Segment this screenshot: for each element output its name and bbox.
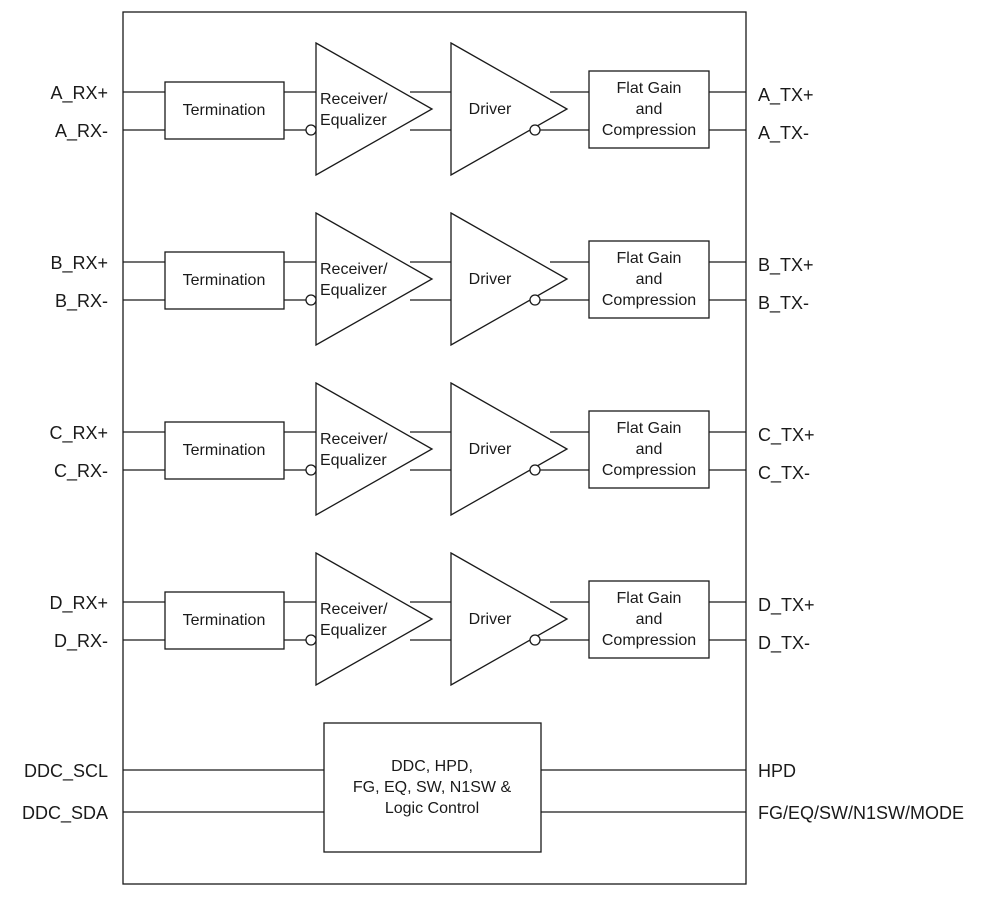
flat-gain-label-line-2: and bbox=[636, 101, 663, 118]
termination-block bbox=[164, 591, 285, 650]
termination-label: Termination bbox=[183, 102, 266, 119]
receiver-label-line-1: Receiver/ bbox=[320, 91, 388, 108]
chip-outline bbox=[122, 11, 747, 885]
termination-label: Termination bbox=[183, 612, 266, 629]
ddc-sda-label: DDC_SDA bbox=[22, 803, 108, 824]
driver-triangle bbox=[450, 551, 569, 687]
tx-pos-label: D_TX+ bbox=[758, 595, 815, 616]
tx-pos-label: C_TX+ bbox=[758, 425, 815, 446]
channel-c: Termination Receiver/Equalizer Driver Flat … bbox=[49, 381, 815, 517]
driver-label: Driver bbox=[469, 611, 512, 628]
channel-b: Termination Receiver/Equalizer Driver Flat … bbox=[50, 211, 814, 347]
rx-pos-label: A_RX+ bbox=[50, 83, 108, 104]
rx-neg-label: A_RX- bbox=[55, 121, 108, 142]
flat-gain-label-line-3: Compression bbox=[602, 632, 696, 649]
driver-triangle bbox=[450, 211, 569, 347]
flat-gain-label-line-3: Compression bbox=[602, 462, 696, 479]
logic-control-block bbox=[323, 722, 542, 853]
receiver-label-line-1: Receiver/ bbox=[320, 431, 388, 448]
channel-a: Termination Receiver/Equalizer Driver Flat … bbox=[50, 41, 814, 177]
rx-pos-label: D_RX+ bbox=[49, 593, 108, 614]
flat-gain-label-line-1: Flat Gain bbox=[617, 250, 682, 267]
driver-inverting-bubble bbox=[529, 294, 541, 306]
flat-gain-block bbox=[588, 70, 710, 149]
receiver-label-line-2: Equalizer bbox=[320, 622, 387, 639]
tx-neg-label: C_TX- bbox=[758, 463, 810, 484]
driver-label: Driver bbox=[469, 101, 512, 118]
flat-gain-label-line-1: Flat Gain bbox=[617, 80, 682, 97]
tx-neg-label: D_TX- bbox=[758, 633, 810, 654]
receiver-label-line-2: Equalizer bbox=[320, 112, 387, 129]
rx-neg-label: B_RX- bbox=[55, 291, 108, 312]
receiver-inverting-bubble bbox=[305, 124, 317, 136]
flat-gain-label-line-3: Compression bbox=[602, 292, 696, 309]
hpd-label: HPD bbox=[758, 761, 796, 781]
receiver-equalizer-triangle bbox=[315, 381, 434, 517]
receiver-equalizer-triangle bbox=[315, 551, 434, 687]
driver-inverting-bubble bbox=[529, 634, 541, 646]
receiver-label-line-2: Equalizer bbox=[320, 282, 387, 299]
channels: TerminationReceiver/EqualizerDriverFlat … bbox=[49, 41, 815, 687]
flat-gain-label-line-2: and bbox=[636, 611, 663, 628]
flat-gain-label-line-1: Flat Gain bbox=[617, 590, 682, 607]
logic-control-line-1: DDC, HPD, bbox=[391, 758, 473, 775]
channel-d: Termination Receiver/Equalizer Driver Flat … bbox=[49, 551, 815, 687]
tx-neg-label: B_TX- bbox=[758, 293, 809, 314]
termination-label: Termination bbox=[183, 442, 266, 459]
tx-neg-label: A_TX- bbox=[758, 123, 809, 144]
control-section: DDC, HPD, FG, EQ, SW, N1SW & Logic Contr… bbox=[22, 722, 964, 853]
logic-control-line-2: FG, EQ, SW, N1SW & bbox=[353, 779, 512, 796]
termination-block bbox=[164, 421, 285, 480]
termination-block bbox=[164, 81, 285, 140]
logic-control-line-3: Logic Control bbox=[385, 800, 479, 817]
flat-gain-block bbox=[588, 580, 710, 659]
driver-label: Driver bbox=[469, 441, 512, 458]
flat-gain-label-line-2: and bbox=[636, 271, 663, 288]
receiver-inverting-bubble bbox=[305, 294, 317, 306]
termination-block bbox=[164, 251, 285, 310]
driver-triangle bbox=[450, 41, 569, 177]
receiver-inverting-bubble bbox=[305, 634, 317, 646]
flat-gain-block bbox=[588, 410, 710, 489]
tx-pos-label: B_TX+ bbox=[758, 255, 814, 276]
flat-gain-label-line-2: and bbox=[636, 441, 663, 458]
driver-inverting-bubble bbox=[529, 464, 541, 476]
flat-gain-block bbox=[588, 240, 710, 319]
receiver-equalizer-triangle bbox=[315, 41, 434, 177]
driver-label: Driver bbox=[469, 271, 512, 288]
fg-eq-sw-n1sw-mode-label: FG/EQ/SW/N1SW/MODE bbox=[758, 803, 964, 823]
flat-gain-label-line-1: Flat Gain bbox=[617, 420, 682, 437]
termination-label: Termination bbox=[183, 272, 266, 289]
rx-neg-label: C_RX- bbox=[54, 461, 108, 482]
rx-pos-label: C_RX+ bbox=[49, 423, 108, 444]
rx-neg-label: D_RX- bbox=[54, 631, 108, 652]
receiver-inverting-bubble bbox=[305, 464, 317, 476]
receiver-label-line-1: Receiver/ bbox=[320, 261, 388, 278]
tx-pos-label: A_TX+ bbox=[758, 85, 814, 106]
flat-gain-label-line-3: Compression bbox=[602, 122, 696, 139]
rx-pos-label: B_RX+ bbox=[50, 253, 108, 274]
receiver-label-line-1: Receiver/ bbox=[320, 601, 388, 618]
driver-inverting-bubble bbox=[529, 124, 541, 136]
receiver-label-line-2: Equalizer bbox=[320, 452, 387, 469]
driver-triangle bbox=[450, 381, 569, 517]
ddc-scl-label: DDC_SCL bbox=[24, 761, 108, 782]
receiver-equalizer-triangle bbox=[315, 211, 434, 347]
